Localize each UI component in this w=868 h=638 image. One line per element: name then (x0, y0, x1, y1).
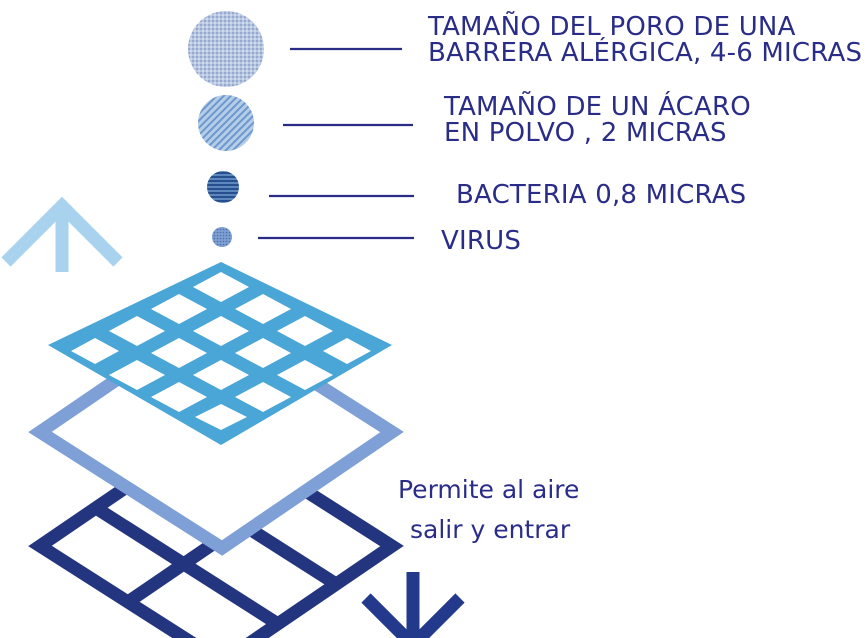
arrow-up-icon (1, 196, 123, 272)
virus-label: VIRUS (441, 228, 521, 254)
pore-label-line1: TAMAÑO DEL PORO DE UNA (428, 12, 796, 42)
top-layer-grid (48, 262, 392, 445)
bacteria-label: BACTERIA 0,8 MICRAS (456, 182, 746, 208)
pore-label: TAMAÑO DEL PORO DE UNA BARRERA ALÉRGICA,… (428, 14, 862, 66)
air-caption-line1: Permite al aire (398, 475, 580, 504)
air-caption: Permite al aire salir y entrar (398, 470, 579, 550)
mite-label-line1: TAMAÑO DE UN ÁCARO (444, 92, 751, 122)
bacteria-circle (207, 171, 239, 203)
mite-circle (198, 95, 254, 151)
arrow-down-icon (361, 572, 465, 638)
mite-label: TAMAÑO DE UN ÁCARO EN POLVO , 2 MICRAS (444, 94, 751, 146)
bacteria-label-line1: BACTERIA 0,8 MICRAS (456, 180, 747, 210)
leader-lines (258, 47, 414, 240)
virus-label-line1: VIRUS (441, 226, 522, 256)
virus-circle (212, 227, 232, 247)
pore-label-line2: BARRERA ALÉRGICA, 4-6 MICRAS (428, 38, 863, 68)
pore-circle (188, 11, 264, 87)
mite-label-line2: EN POLVO , 2 MICRAS (444, 118, 727, 148)
air-caption-line2: salir y entrar (410, 515, 571, 544)
